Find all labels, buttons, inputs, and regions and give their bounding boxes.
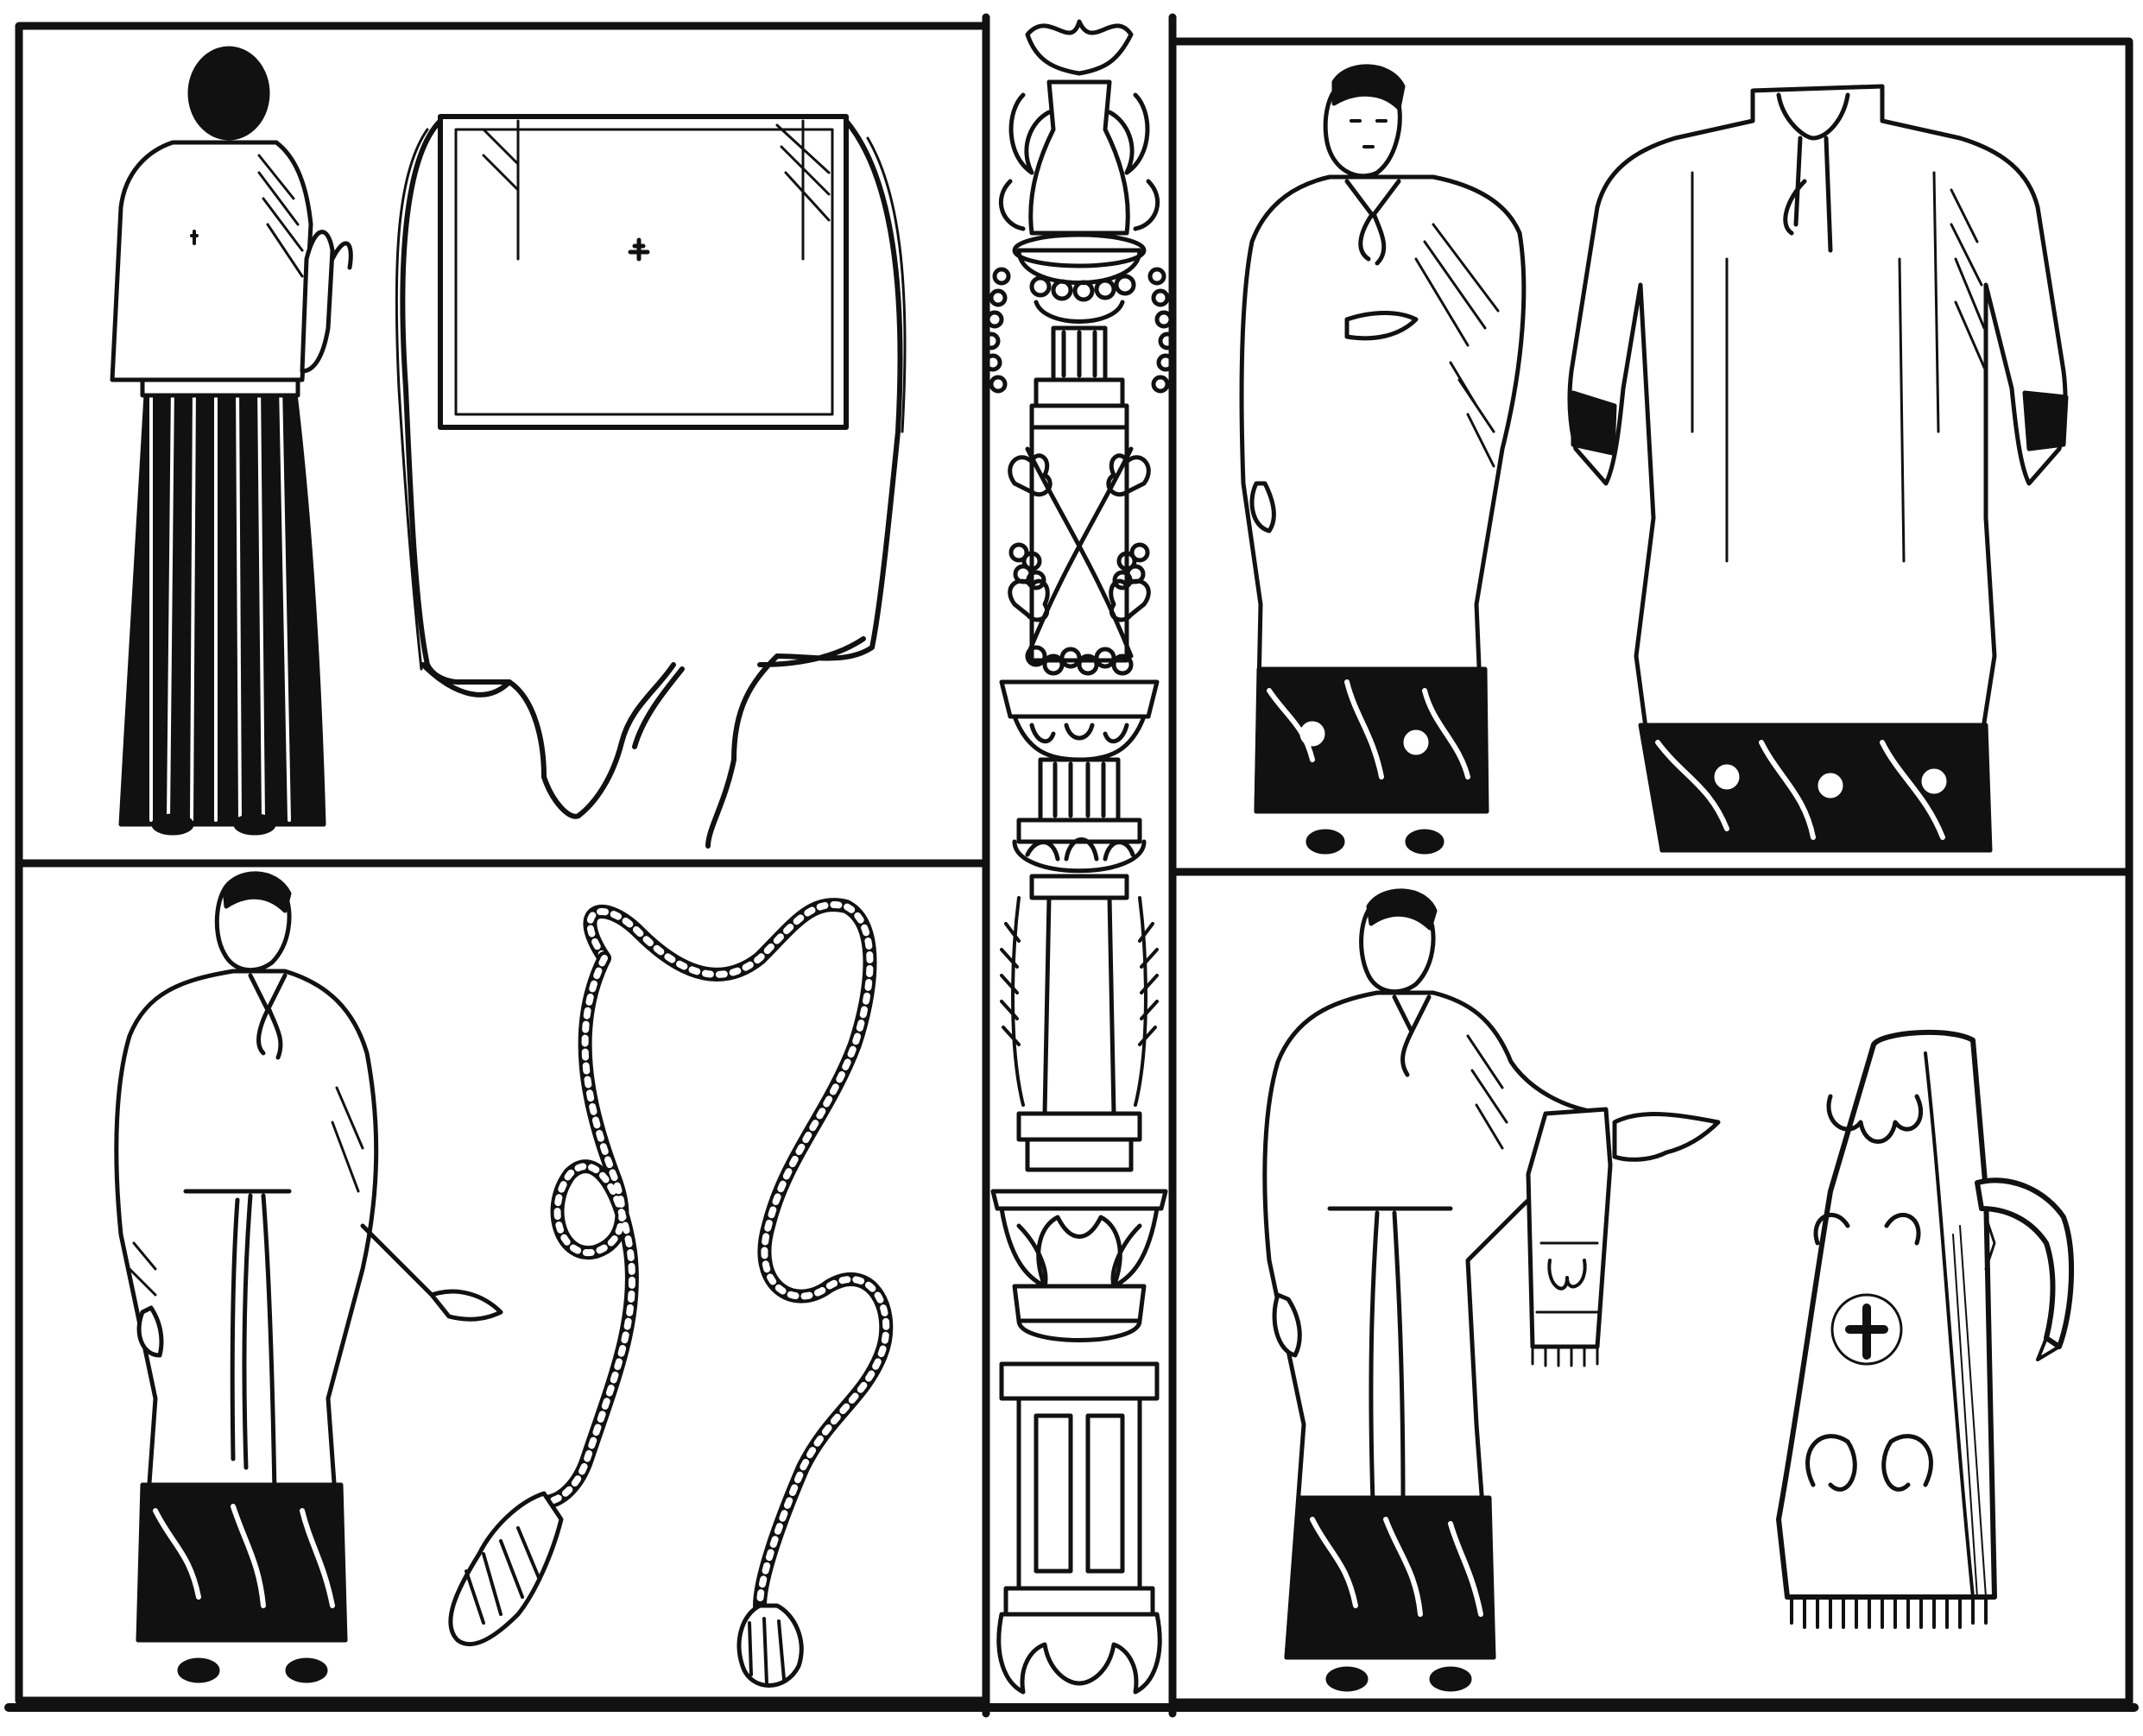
cincture-tied (183, 1189, 292, 1496)
flame-ornament (1025, 19, 1134, 76)
amice-string-middle (576, 662, 685, 818)
panel-frames (4, 13, 2139, 1718)
hand-right (429, 1289, 503, 1322)
wheat-ears (1000, 896, 1159, 1107)
figure-with-maniple (1262, 888, 1721, 1692)
hand-left (1249, 481, 1276, 533)
scroll-top (1826, 1094, 1924, 1144)
cincture (1327, 1206, 1453, 1505)
hand-extended (1612, 1112, 1721, 1162)
urn-beads (1029, 274, 1136, 302)
panel-amice (110, 46, 907, 849)
hand-left (1272, 1292, 1302, 1358)
amice-on-shoulders (110, 140, 313, 382)
scroll-bottom (1805, 1434, 1933, 1492)
panel-maniple (1262, 888, 2075, 1692)
cincture-cord (448, 898, 894, 1688)
figure-alb-with-cincture (114, 871, 503, 1683)
amice-string-left (400, 118, 581, 819)
amice-string-right (705, 118, 903, 849)
figure-amice-back-view (110, 46, 353, 836)
capital (999, 679, 1160, 719)
alb-laid-out (1567, 84, 2069, 853)
acanthus-capital (990, 1189, 1168, 1323)
vine-and-grapes (1008, 425, 1151, 676)
panel-cincture (114, 871, 894, 1688)
maniple-object (1776, 1029, 2075, 1629)
tassel-left (448, 1491, 564, 1647)
head (187, 46, 270, 141)
lace-border (136, 1482, 348, 1643)
maniple-cross (1845, 1304, 1888, 1360)
ornamental-column (982, 19, 1177, 1695)
maniple-band (1776, 1029, 1997, 1600)
maniple-ribbon (1975, 1177, 2075, 1349)
top-leaves (998, 92, 1160, 231)
amice-rectangle (438, 114, 849, 430)
hand (330, 241, 353, 270)
bead-chains (982, 267, 1177, 394)
alb-laid-lace (1638, 723, 1993, 853)
amice-cloth (395, 114, 907, 849)
scroll-middle (1813, 1213, 1921, 1246)
hand-right (1344, 311, 1419, 341)
figure-alb-front-view (1239, 64, 1527, 855)
panel-alb (1239, 64, 2069, 855)
pedestal (999, 1361, 1160, 1401)
amice-cross (628, 237, 650, 262)
urn (1028, 79, 1130, 236)
tassel-right (736, 1603, 804, 1688)
lace-border (1284, 1495, 1496, 1660)
hand-left (136, 1305, 164, 1358)
